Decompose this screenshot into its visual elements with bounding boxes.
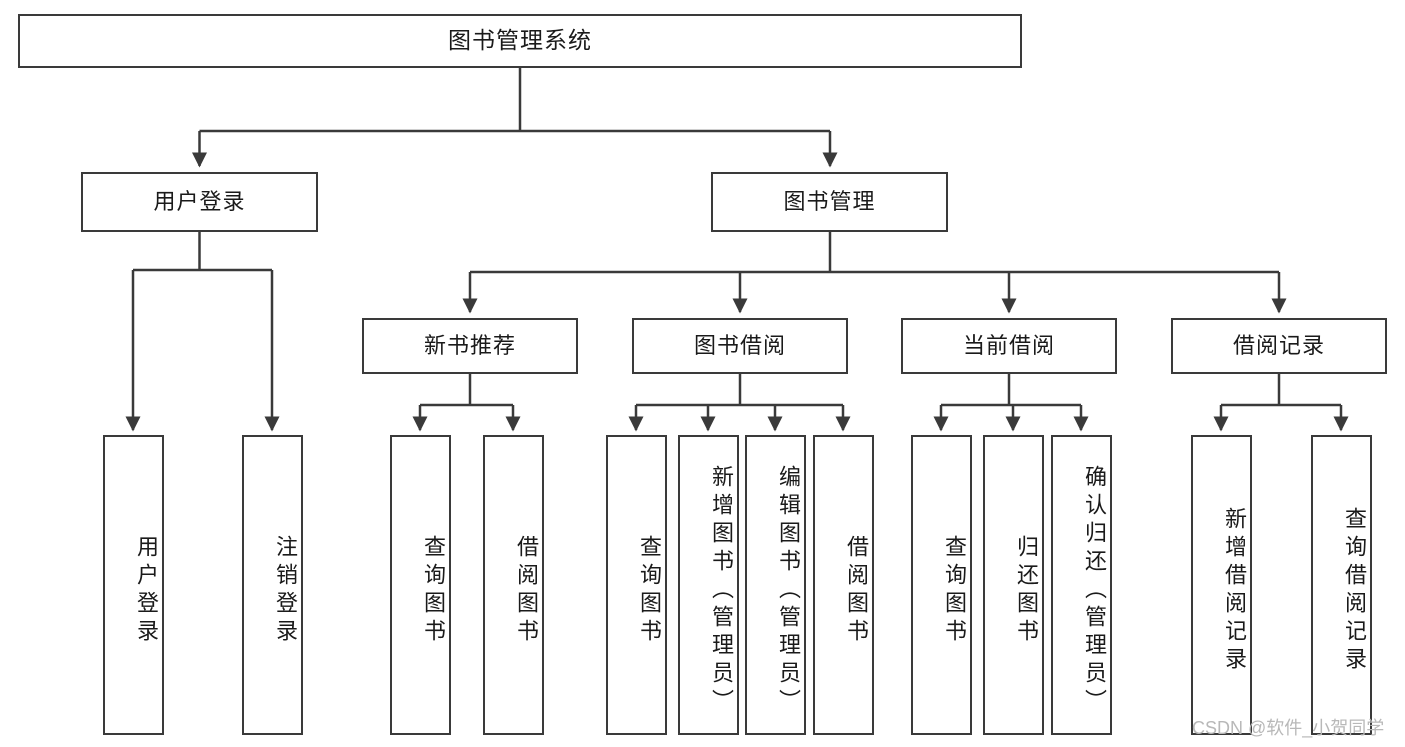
leaf-return-book[interactable]: 归还图书 <box>983 435 1044 735</box>
node-label: 用户登录 <box>153 188 246 214</box>
leaf-add-borrow-record[interactable]: 新增借阅记录 <box>1191 435 1252 735</box>
node-label: 图书管理 <box>783 188 876 214</box>
node-label: 归还图书 <box>1014 535 1039 647</box>
leaf-edit-book-admin[interactable]: 编辑图书（管理员） <box>745 435 806 735</box>
node-label: 图书借阅 <box>693 332 786 358</box>
leaf-add-book-admin[interactable]: 新增图书（管理员） <box>678 435 739 735</box>
node-user-login[interactable]: 用户登录 <box>81 172 318 232</box>
leaf-user-login[interactable]: 用户登录 <box>103 435 164 735</box>
node-label: 借阅图书 <box>844 535 869 647</box>
node-label: 当前借阅 <box>962 332 1055 358</box>
leaf-query-book-current[interactable]: 查询图书 <box>911 435 972 735</box>
node-label: 确认归还（管理员） <box>1082 465 1107 717</box>
node-label: 查询借阅记录 <box>1342 507 1367 675</box>
node-label: 新增借阅记录 <box>1222 507 1247 675</box>
node-label: 图书管理系统 <box>448 27 592 54</box>
node-book-management[interactable]: 图书管理 <box>711 172 948 232</box>
node-current-borrow[interactable]: 当前借阅 <box>901 318 1117 374</box>
leaf-borrow-book[interactable]: 借阅图书 <box>813 435 874 735</box>
csdn-watermark: CSDN @软件_小贺同学 <box>1192 718 1385 738</box>
node-label: 借阅记录 <box>1232 332 1325 358</box>
leaf-borrow-book-recommend[interactable]: 借阅图书 <box>483 435 544 735</box>
leaf-query-book-borrow[interactable]: 查询图书 <box>606 435 667 735</box>
node-label: 查询图书 <box>942 535 967 647</box>
node-label: 新增图书（管理员） <box>709 465 734 717</box>
leaf-confirm-return-admin[interactable]: 确认归还（管理员） <box>1051 435 1112 735</box>
node-book-borrow[interactable]: 图书借阅 <box>632 318 848 374</box>
node-label: 查询图书 <box>421 535 446 647</box>
node-new-book-recommend[interactable]: 新书推荐 <box>362 318 578 374</box>
node-label: 借阅图书 <box>514 535 539 647</box>
leaf-query-book-recommend[interactable]: 查询图书 <box>390 435 451 735</box>
node-label: 注销登录 <box>273 535 298 647</box>
leaf-query-borrow-record[interactable]: 查询借阅记录 <box>1311 435 1372 735</box>
node-label: 用户登录 <box>134 535 159 647</box>
leaf-logout[interactable]: 注销登录 <box>242 435 303 735</box>
node-borrow-record[interactable]: 借阅记录 <box>1171 318 1387 374</box>
node-label: 新书推荐 <box>423 332 516 358</box>
node-root-system[interactable]: 图书管理系统 <box>18 14 1022 68</box>
node-label: 查询图书 <box>637 535 662 647</box>
node-label: 编辑图书（管理员） <box>776 465 801 717</box>
